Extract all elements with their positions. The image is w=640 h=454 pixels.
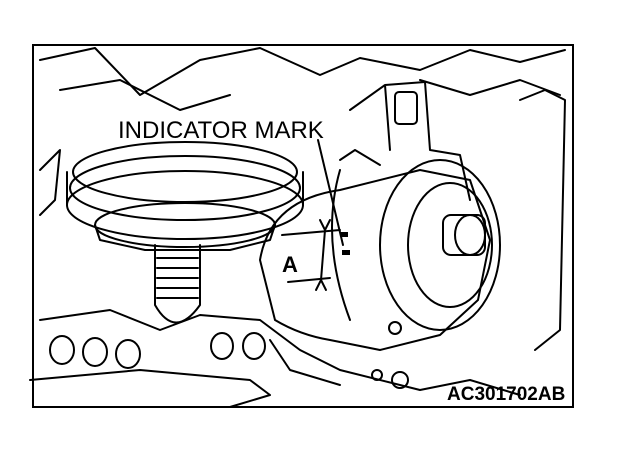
figure-frame: [32, 44, 574, 408]
indicator-mark-leader: [317, 139, 344, 246]
lower-bolt-3: [371, 369, 383, 381]
dimension-a-label: A: [282, 252, 298, 277]
cylinder-4: [210, 332, 234, 360]
bracket-arm: [339, 149, 381, 166]
cylinder-3: [115, 339, 141, 369]
tensioner-side-edge: [331, 169, 351, 321]
housing-detail: [269, 339, 341, 386]
cylinder-1: [49, 335, 75, 365]
engine-block-outline: [39, 47, 566, 96]
indicator-mark-label: INDICATOR MARK: [118, 117, 324, 144]
tensioner-bracket: [349, 81, 471, 201]
indicator-mark-tick-1: [340, 232, 348, 237]
dimension-a-upper-leader: [281, 229, 341, 236]
dimension-a-lower-leader: [287, 277, 331, 283]
figure-code: AC301702AB: [447, 384, 565, 405]
indicator-mark-tick-2: [342, 250, 350, 255]
bolt-threads: [156, 257, 199, 299]
cylinder-2: [82, 337, 108, 367]
tensioner-inner-ring: [407, 182, 493, 308]
bolt-body: [154, 244, 201, 324]
rib-right: [519, 89, 566, 351]
base-plate: [29, 369, 271, 408]
tensioner-front-face: [379, 159, 501, 331]
cylinder-5: [242, 332, 266, 360]
pulley-hub-face: [94, 224, 276, 251]
tensioner-body: [259, 169, 491, 351]
bracket-slot: [394, 91, 418, 125]
lower-bolt-1: [388, 321, 402, 335]
lower-bolt-2: [391, 371, 409, 389]
dimension-a-line: [320, 229, 326, 281]
pulley-side: [66, 171, 304, 206]
pulley-groove: [69, 155, 301, 221]
lower-housing: [39, 309, 521, 396]
engine-block-ridge: [59, 79, 561, 111]
center-bolt-head: [454, 214, 486, 256]
rib-left: [39, 149, 61, 216]
